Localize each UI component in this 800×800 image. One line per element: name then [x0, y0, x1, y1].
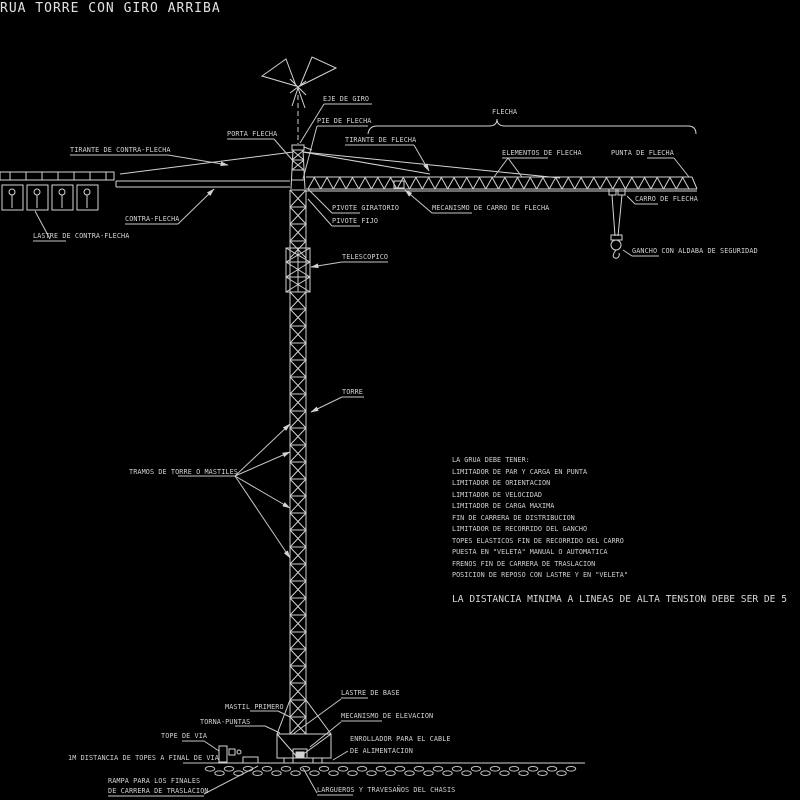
label-eje-de-giro: EJE DE GIRO [323, 95, 370, 103]
requirement-item: LIMITADOR DE VELOCIDAD [452, 490, 543, 499]
requirement-item: POSICION DE REPOSO CON LASTRE Y EN "VELE… [452, 571, 628, 579]
label-largueros: LARGUEROS Y TRAVESAÑOS DEL CHASIS [317, 786, 456, 794]
requirement-item: LIMITADOR DE PAR Y CARGA EN PUNTA [452, 467, 588, 476]
label-contra-flecha: CONTRA-FLECHA [125, 215, 180, 223]
rail-stop [218, 745, 242, 763]
requirement-item: FRENOS FIN DE CARRERA DE TRASLACION [452, 559, 596, 568]
veleta-left-wing [260, 58, 297, 87]
requirement-item: PUESTA EN "VELETA" MANUAL O AUTOMATICA [452, 548, 608, 556]
requirement-item: FIN DE CARRERA DE DISTRIBUCION [452, 513, 575, 522]
tirante-flecha-line-2 [302, 151, 561, 179]
label-gancho: GANCHO CON ALDABA DE SEGURIDAD [632, 247, 758, 255]
requirements-list: LIMITADOR DE PAR Y CARGA EN PUNTA LIMITAD… [452, 467, 628, 582]
requirement-item: LIMITADOR DE ORIENTACION [452, 479, 551, 487]
label-mecanismo-de-elevacion: MECANISMO DE ELEVACION [341, 712, 434, 720]
label-enrollador-linea2: DE ALIMENTACION [350, 747, 413, 755]
veleta-right-wing [299, 56, 338, 88]
requirement-item: TOPES ELASTICOS FIN DE RECORRIDO DEL CAR… [452, 536, 624, 545]
label-punta-de-flecha: PUNTA DE FLECHA [611, 149, 674, 157]
label-telescopico: TELESCOPICO [342, 253, 389, 261]
label-flecha: FLECHA [492, 108, 518, 116]
label-pivote-fijo: PIVOTE FIJO [332, 217, 379, 225]
label-tirante-de-flecha: TIRANTE DE FLECHA [345, 136, 417, 144]
trolley-and-hook [608, 188, 626, 259]
tirante-flecha-line-1 [302, 151, 431, 175]
requirements-heading: LA GRUA DEBE TENER: [452, 456, 530, 464]
ground-hatch [204, 766, 577, 777]
counterweight-blocks [1, 184, 99, 211]
veleta-tail [291, 87, 306, 109]
jib-chords [306, 176, 698, 192]
label-carro-de-flecha: CARRO DE FLECHA [635, 195, 698, 203]
high-tension-warning: LA DISTANCIA MINIMA A LINEAS DE ALTA TEN… [452, 594, 788, 605]
jib-truss [307, 177, 690, 190]
label-rampa-linea2: DE CARRERA DE TRASLACION [108, 787, 209, 795]
label-pie-de-flecha: PIE DE FLECHA [317, 117, 372, 125]
requirement-item: LIMITADOR DE RECORRIDO DEL GANCHO [452, 525, 588, 533]
leader-lines [33, 103, 690, 797]
label-tope-de-via: TOPE DE VIA [161, 732, 208, 740]
crane-structure [0, 56, 698, 764]
veleta-body [289, 78, 307, 96]
requirements-block: LA GRUA DEBE TENER: LIMITADOR DE PAR Y C… [452, 455, 628, 582]
counter-jib [115, 180, 290, 188]
label-distancia-topes: 1M DISTANCIA DE TOPES A FINAL DE VIA [68, 754, 219, 762]
requirement-item: LIMITADOR DE CARGA MAXIMA [452, 502, 555, 510]
label-lastre-de-base: LASTRE DE BASE [341, 689, 400, 697]
drawing-title: RUA TORRE CON GIRO ARRIBA [0, 1, 221, 16]
tower-truss [285, 189, 311, 735]
tirante-contra-flecha-line [119, 151, 294, 175]
label-torna-puntas: TORNA-PUNTAS [200, 718, 251, 726]
label-torre: TORRE [342, 388, 363, 396]
flecha-brace [367, 118, 697, 135]
label-mecanismo-de-carro-de-flecha: MECANISMO DE CARRO DE FLECHA [432, 204, 550, 212]
label-lastre-de-contra-flecha: LASTRE DE CONTRA-FLECHA [33, 232, 130, 240]
label-elementos-de-flecha: ELEMENTOS DE FLECHA [502, 149, 582, 157]
label-enrollador-linea1: ENROLLADOR PARA EL CABLE [350, 735, 451, 743]
label-mastil-primero: MASTIL PRIMERO [225, 703, 284, 711]
label-porta-flecha: PORTA FLECHA [227, 130, 278, 138]
label-tramos: TRAMOS DE TORRE O MASTILES [129, 468, 238, 476]
label-pivote-giratorio: PIVOTE GIRATORIO [332, 204, 400, 212]
label-tirante-de-contra-flecha: TIRANTE DE CONTRA-FLECHA [70, 146, 171, 154]
label-rampa-linea1: RAMPA PARA LOS FINALES [108, 777, 201, 785]
